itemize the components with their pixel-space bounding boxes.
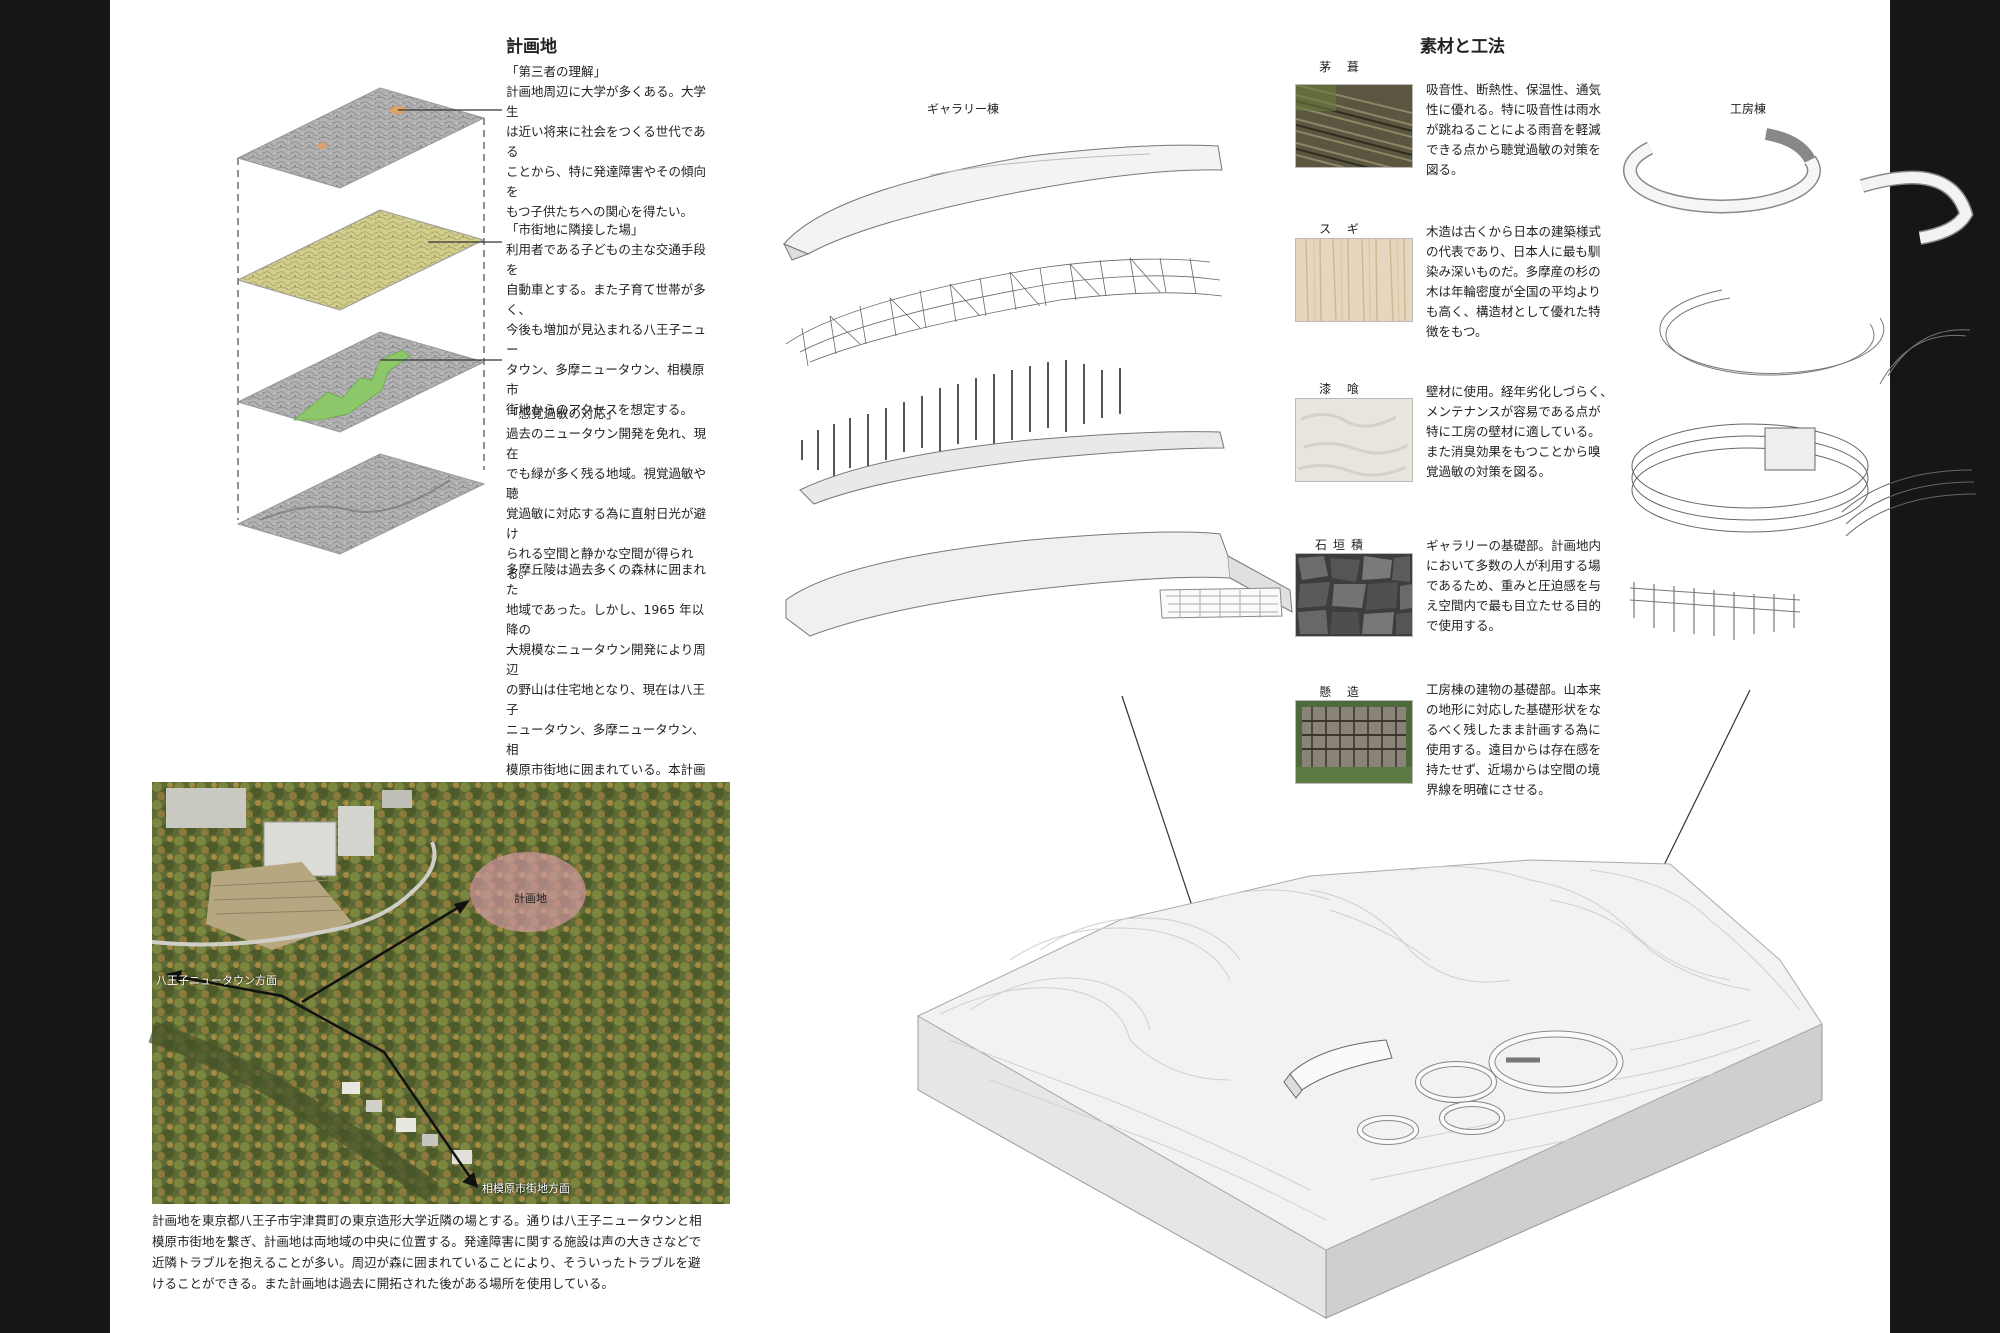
gallery-stone-base [785, 531, 1293, 637]
layer-3-title: 「感覚過敏の対応」 [506, 406, 619, 421]
map-layer-urban-area [236, 209, 486, 311]
workshop-exploded-axonometric [1622, 128, 1977, 640]
material-5-name: 懸 造 [1319, 685, 1365, 699]
model-workshop-rings [1357, 1030, 1624, 1145]
map-layer-base [236, 453, 486, 555]
aerial-site-photo [148, 782, 730, 1204]
thatch-texture [1295, 84, 1413, 168]
workshop-rib-ring [1659, 289, 1971, 385]
arrow-to-site [301, 902, 465, 1004]
kakezukuri-photo [1295, 700, 1413, 784]
layer-2-body: 利用者である子どもの主な交通手段を 自動車とする。また子育て世帯が多く、 今後も… [506, 242, 707, 417]
workshop-roof-ring [1622, 128, 1974, 245]
plaster-texture [1295, 398, 1413, 482]
material-4-name: 石垣積 [1314, 538, 1369, 552]
site-caption: 計画地を東京都八王子市宇津貫町の東京造形大学近隣の場とする。通りは八王子ニュータ… [152, 1213, 702, 1291]
presentation-sheet: 計画地 [110, 0, 1977, 1333]
layer-3-body: 過去のニュータウン開発を免れ、現在 でも緑が多く残る地域。視覚過敏や聴 覚過敏に… [506, 426, 707, 581]
material-5-text: 工房棟の建物の基礎部。山本来 の地形に対応した基礎形状をな るべく残したまま計画… [1426, 682, 1602, 797]
photo-label-site: 計画地 [514, 892, 547, 905]
model-gallery [1283, 1039, 1393, 1099]
workshop-label: 工房棟 [1730, 102, 1767, 116]
gallery-exploded-axonometric [782, 144, 1293, 637]
photo-label-sagamihara: 相模原市街地方面 [482, 1182, 570, 1195]
material-1-name: 茅 葺 [1319, 60, 1365, 74]
material-3-text: 壁材に使用。経年劣化しづらく、 メンテナンスが容易である点が 特に工房の壁材に適… [1426, 384, 1613, 479]
material-2-name: ス ギ [1319, 222, 1365, 236]
material-1-text: 吸音性、断熱性、保温性、通気 性に優れる。特に吸音性は雨水 が跳ねることによる雨… [1426, 82, 1602, 177]
gallery-roof [782, 144, 1223, 261]
gallery-floor [799, 431, 1225, 505]
photo-label-hachioji: 八王子ニュータウン方面 [156, 974, 277, 987]
stone-wall-texture [1295, 553, 1413, 637]
terrain-model [916, 689, 1823, 1319]
material-4-text: ギャラリーの基礎部。計画地内 において多数の人が利用する場 であるため、重みと圧… [1426, 538, 1602, 633]
site-heading: 計画地 [506, 37, 557, 57]
layer-2-title: 「市街地に隣接した場」 [506, 222, 644, 237]
gallery-timber-frame [785, 257, 1223, 367]
workshop-stilts [1629, 582, 1801, 640]
gallery-label: ギャラリー棟 [927, 102, 1000, 116]
material-2-text: 木造は古くから日本の建築様式 の代表であり、日本人に最も馴 染み深いものだ。多摩… [1426, 224, 1602, 339]
contour-lines [939, 866, 1801, 1221]
gallery-columns [801, 360, 1121, 476]
workshop-frame-ring [1631, 423, 1977, 537]
map-layer-green-area [236, 331, 486, 433]
site-circle [470, 852, 586, 932]
site-layer-stack [236, 87, 502, 555]
material-3-name: 漆 喰 [1319, 382, 1365, 396]
layer-1-title: 「第三者の理解」 [506, 64, 607, 79]
layer-1-body: 計画地周辺に大学が多くある。大学生 は近い将来に社会をつくる世代である ことから… [506, 84, 707, 219]
cedar-wood-texture [1295, 238, 1413, 322]
materials-heading: 素材と工法 [1420, 37, 1505, 57]
arrow-road [173, 974, 474, 1181]
